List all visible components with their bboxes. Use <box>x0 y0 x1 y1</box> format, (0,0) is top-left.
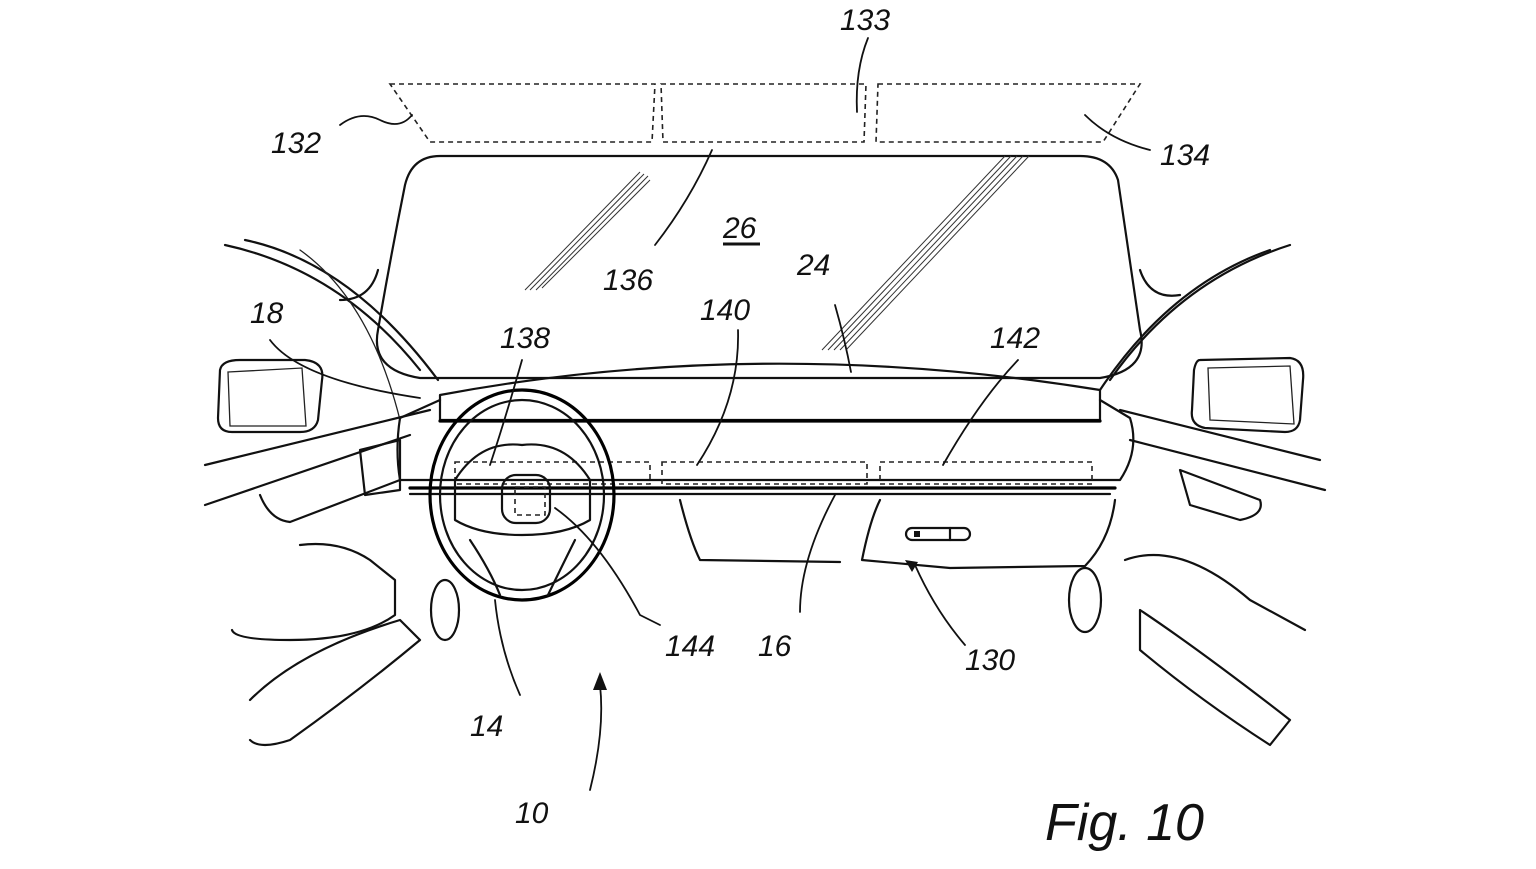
label-14: 14 <box>470 710 503 743</box>
label-18: 18 <box>250 297 284 330</box>
right-a-pillar <box>1098 243 1292 392</box>
label-24: 24 <box>796 249 830 282</box>
windshield <box>375 154 1143 380</box>
windshield-glare-right <box>821 155 1030 351</box>
label-138: 138 <box>500 322 550 355</box>
hud-zone-center <box>660 83 867 143</box>
display-zone-138 <box>454 461 651 485</box>
label-144: 144 <box>665 630 715 663</box>
label-133: 133 <box>840 4 890 37</box>
display-zone-140 <box>661 461 868 485</box>
figure-caption: Fig. 10 <box>1045 794 1204 852</box>
label-16: 16 <box>758 630 792 663</box>
label-136: 136 <box>603 264 653 297</box>
label-26: 26 <box>722 212 757 245</box>
left-a-pillar <box>223 238 440 421</box>
right-side-mirror <box>1190 356 1305 434</box>
left-side-mirror <box>216 358 324 434</box>
windshield-glare-left <box>524 171 651 291</box>
label-140: 140 <box>700 294 750 327</box>
hud-zone-right <box>875 83 1142 143</box>
dashboard-top <box>438 362 1102 423</box>
left-door-panel <box>203 408 461 747</box>
hud-zone-left <box>388 83 656 143</box>
label-134: 134 <box>1160 139 1210 172</box>
leader-lines <box>269 37 1151 791</box>
glove-box-latch <box>904 526 972 542</box>
label-142: 142 <box>990 322 1040 355</box>
steering-wheel <box>428 388 616 602</box>
label-130: 130 <box>965 644 1015 677</box>
right-door-panel <box>1067 408 1327 747</box>
label-132: 132 <box>271 127 321 160</box>
label-10: 10 <box>515 797 549 830</box>
